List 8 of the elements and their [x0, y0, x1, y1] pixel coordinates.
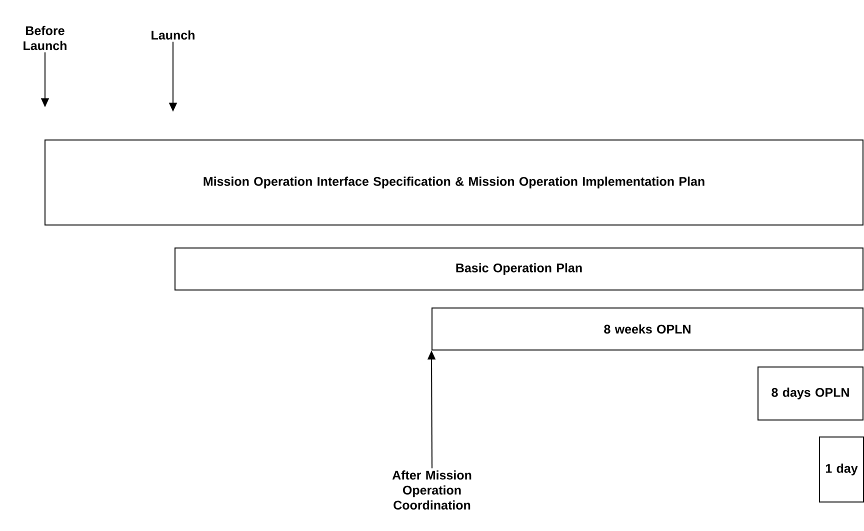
plan-bar: Mission Operation Interface Specification & Mission Operation Implementation Plan	[44, 140, 864, 226]
plan-bar: 1 day	[819, 436, 864, 502]
plan-bar: 8 days OPLN	[758, 366, 864, 420]
timeline-label: Before Launch	[24, 26, 66, 50]
timeline-label: Launch	[152, 30, 194, 40]
timeline-label: After Mission Operation Coordination	[392, 470, 472, 510]
plan-bar: 8 weeks OPLN	[432, 308, 864, 350]
plan-bar: Basic Operation Plan	[174, 248, 864, 290]
